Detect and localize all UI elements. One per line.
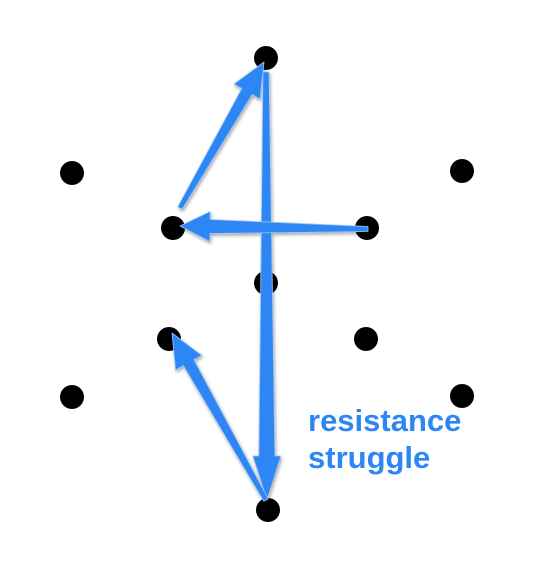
dot-bottom-center: [256, 498, 280, 522]
dot-bottom-right: [450, 384, 474, 408]
arrow-group: [171, 61, 369, 502]
dot-upper-right: [450, 159, 474, 183]
arrow-up-to-top: [177, 61, 265, 210]
dot-grid: [60, 46, 474, 522]
arrow-left-to-midleft: [179, 211, 369, 242]
arrow-up-to-lowerleft: [171, 332, 269, 502]
annotation-line-resistance: resistance: [308, 403, 461, 438]
annotation-line-struggle: struggle: [308, 440, 430, 475]
dot-upper-left: [60, 161, 84, 185]
annotation-text: resistance struggle: [306, 401, 463, 477]
dot-top-center: [254, 46, 278, 70]
arrow-down-to-bottom: [252, 71, 282, 501]
dot-mid-left: [161, 216, 185, 240]
dot-lower-right: [354, 327, 378, 351]
dot-bottom-left: [60, 385, 84, 409]
